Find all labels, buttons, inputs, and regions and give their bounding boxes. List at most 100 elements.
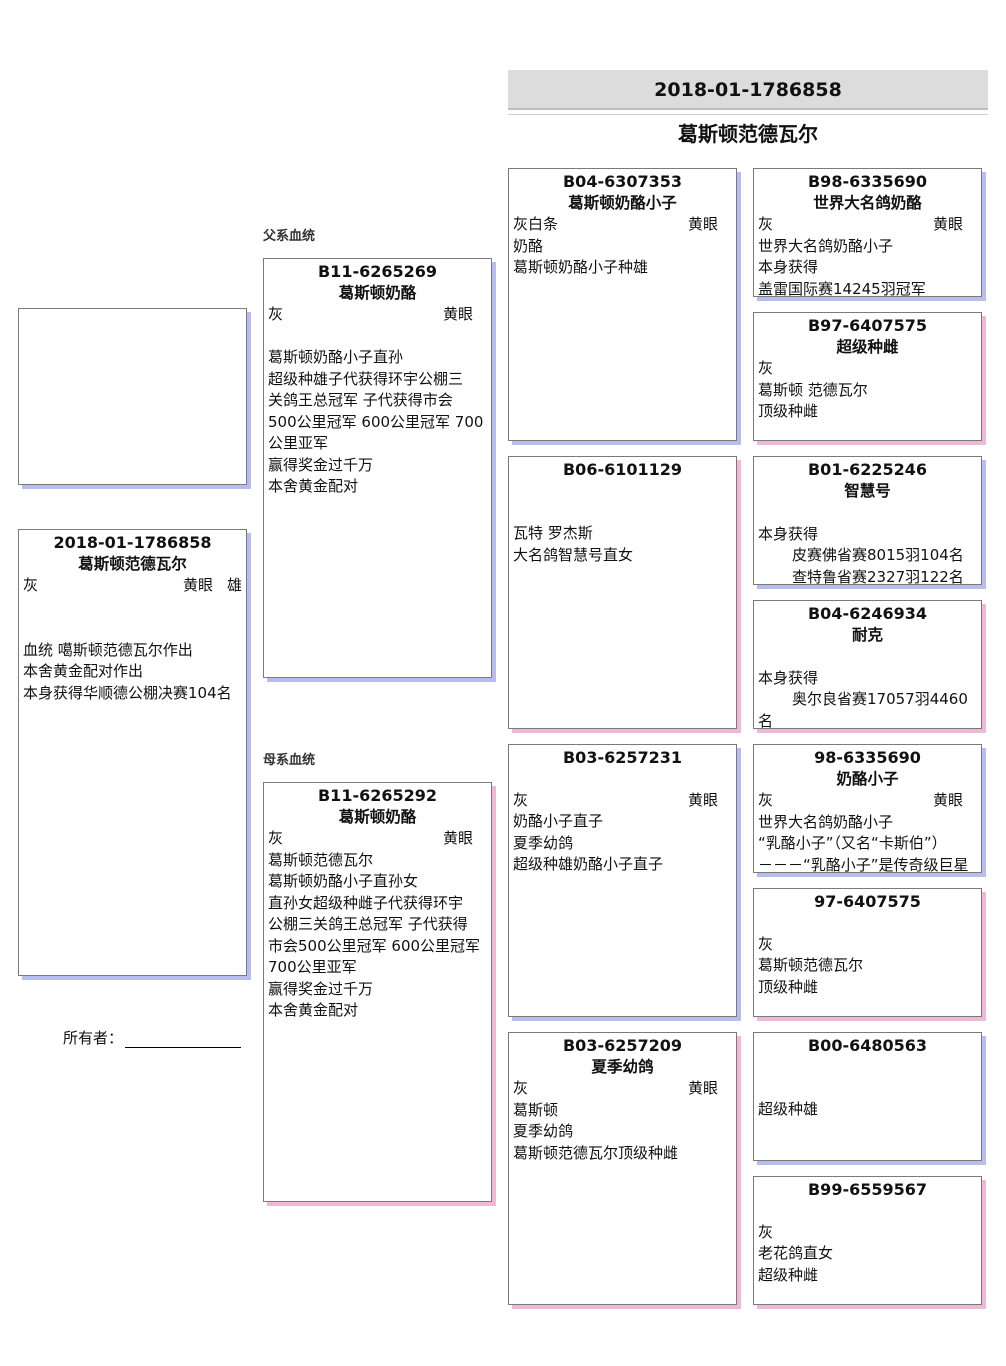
note-line (758, 502, 977, 524)
color: 灰 (268, 829, 284, 847)
note-line (758, 1078, 977, 1100)
bird-name: 超级种雌 (836, 338, 899, 356)
note-line: 葛斯顿奶酪小子直孙 (268, 348, 404, 366)
note-line: 葛斯顿范德瓦尔顶级种雌 (513, 1143, 679, 1162)
great-grandsire-3-card: 98-6335690 奶酪小子 灰 黄眼 世界大名鸽奶酪小子“乳酪小子”（又名“… (753, 744, 982, 873)
great-granddam-3-card: 97-6407575 灰葛斯顿范德瓦尔顶级种雌 (753, 888, 982, 1017)
note-line: 大名鸽智慧号直女 (513, 545, 634, 564)
notes: 血统 噶斯顿范德瓦尔作出本舍黄金配对作出本身获得华顺德公棚决赛104名 (23, 597, 242, 705)
note-line: 本舍黄金配对作出 (23, 662, 144, 680)
ring-number: B11-6265292 (317, 786, 438, 805)
color: 灰 (513, 790, 529, 809)
great-granddam-4-card: B99-6559567 灰老花鸽直女超级种雌 (753, 1176, 982, 1305)
eye: 黄眼 (932, 791, 963, 809)
eye: 黄眼 (687, 1079, 718, 1097)
color: 灰白条 (513, 215, 559, 233)
color: 灰 (268, 305, 284, 323)
note-line: 赢得奖金过千万 (268, 455, 374, 474)
note-line: 葛斯顿范德瓦尔 (758, 956, 864, 974)
ring-number: 98-6335690 (814, 748, 921, 767)
note-line: 奶酪小子直子 (513, 812, 604, 830)
ring-number: 2018-01-1786858 (53, 533, 212, 552)
sire-line-label: 父系血统 (263, 229, 316, 244)
notes: 葛斯顿范德瓦尔葛斯顿奶酪小子直孙女直孙女超级种雌子代获得环宇公棚三关鸽王总冠军 … (268, 850, 487, 1022)
color-eye-row: 灰 黄眼 (268, 304, 487, 326)
great-grandsire-2-card: B01-6225246 智慧号 本身获得皮赛佛省赛8015羽104名查特鲁省赛2… (753, 456, 982, 585)
note-line: 超级种雄子代获得环宇公棚三 (268, 369, 464, 388)
notes: 灰葛斯顿 范德瓦尔顶级种雌 (758, 358, 977, 423)
note-line (513, 480, 732, 502)
note-line: 盖雷国际赛14245羽冠军 (758, 279, 926, 297)
note-line: 直孙女超级种雌子代获得环宇 (268, 893, 464, 912)
note-line: 世界大名鸽奶酪小子 (758, 236, 894, 255)
grandsire-paternal-card: B04-6307353 葛斯顿奶酪小子 灰白条 黄眼 奶酪葛斯顿奶酪小子种雄 (508, 168, 737, 441)
ring-number: B00-6480563 (807, 1036, 928, 1055)
note-line (758, 912, 977, 934)
ring-number: B03-6257231 (562, 748, 683, 767)
note-line: 查特鲁省赛2327羽122名 (792, 567, 964, 585)
color: 灰 (758, 215, 774, 233)
bird-name: 葛斯顿奶酪 (338, 284, 417, 302)
dam-line-label: 母系血统 (263, 753, 316, 768)
notes: 瓦特 罗杰斯大名鸽智慧号直女 (513, 480, 732, 566)
note-line: “乳酪小子”（又名“卡斯伯”） (758, 834, 947, 852)
eye: 黄眼 (442, 305, 473, 323)
pedigree-bird-name: 葛斯顿范德瓦尔 (678, 122, 818, 146)
note-line: 灰 (758, 1222, 774, 1241)
note-line: 超级种雌 (758, 1265, 819, 1284)
owner-label: 所有者： (63, 1029, 124, 1047)
note-line (268, 326, 487, 348)
notes: 超级种雄 (758, 1056, 977, 1121)
color-eye-row: 灰 黄眼 (513, 790, 732, 812)
note-line (758, 1056, 977, 1078)
note-line: 夏季幼鸽 (513, 1122, 574, 1140)
note-line: 血统 噶斯顿范德瓦尔作出 (23, 640, 193, 659)
note-line: 超级种雄 (758, 1100, 819, 1118)
subject-card: 2018-01-1786858 葛斯顿范德瓦尔 灰 黄眼 雄 血统 噶斯顿范德瓦… (18, 529, 247, 976)
ring-number: 97-6407575 (814, 892, 921, 911)
bird-name: 奶酪小子 (836, 770, 899, 788)
note-line: 本身获得 (758, 524, 819, 543)
note-line: 本舍黄金配对 (268, 1001, 359, 1019)
bird-name: 智慧号 (844, 482, 891, 500)
ring-number: B98-6335690 (807, 172, 928, 191)
ring-number: B11-6265269 (317, 262, 438, 281)
note-line: 公里亚军 (268, 434, 329, 452)
owner-blank-line (125, 1031, 242, 1048)
granddam-paternal-card: B06-6101129 瓦特 罗杰斯大名鸽智慧号直女 (508, 456, 737, 729)
note-line: 本舍黄金配对 (268, 477, 359, 495)
note-line: 瓦特 罗杰斯 (513, 524, 593, 542)
note-line: 名 (758, 711, 774, 729)
note-line: 灰 (758, 359, 774, 377)
note-line (758, 646, 977, 668)
note-line: 皮赛佛省赛8015羽104名 (792, 546, 964, 564)
note-line: 葛斯顿奶酪小子种雄 (513, 258, 649, 276)
note-line: 葛斯顿范德瓦尔 (268, 850, 374, 869)
note-line (23, 597, 242, 619)
note-line: 老花鸽直女 (758, 1244, 834, 1262)
sex: 雄 (226, 576, 242, 594)
note-line: 葛斯顿 范德瓦尔 (758, 380, 868, 399)
note-line: 奶酪 (513, 236, 544, 255)
eye: 黄眼 (687, 215, 718, 233)
notes: 本身获得皮赛佛省赛8015羽104名查特鲁省赛2327羽122名 (758, 502, 977, 585)
great-grandsire-4-card: B00-6480563 超级种雄 (753, 1032, 982, 1161)
dam-card: B11-6265292 葛斯顿奶酪 灰 黄眼 葛斯顿范德瓦尔葛斯顿奶酪小子直孙女… (263, 782, 492, 1202)
bird-name: 葛斯顿奶酪小子 (568, 194, 677, 212)
note-line: 赢得奖金过千万 (268, 979, 374, 998)
color-eye-row: 灰 黄眼 (758, 790, 977, 812)
notes: 灰老花鸽直女超级种雌 (758, 1200, 977, 1286)
note-line: 奥尔良省赛17057羽4460 (792, 690, 968, 708)
grandsire-maternal-card: B03-6257231 灰 黄眼 奶酪小子直子夏季幼鸽超级种雄奶酪小子直子 (508, 744, 737, 1017)
color-eye-row: 灰 黄眼 (268, 828, 487, 850)
ring-number: B01-6225246 (807, 460, 928, 479)
color-eye-row: 灰 黄眼 (513, 1078, 732, 1100)
bird-name: 夏季幼鸽 (591, 1058, 654, 1076)
photo-frame (18, 308, 247, 485)
great-granddam-1-card: B97-6407575 超级种雌 灰葛斯顿 范德瓦尔顶级种雌 (753, 312, 982, 441)
color: 灰 (513, 1079, 529, 1097)
note-line: 顶级种雌 (758, 402, 819, 420)
